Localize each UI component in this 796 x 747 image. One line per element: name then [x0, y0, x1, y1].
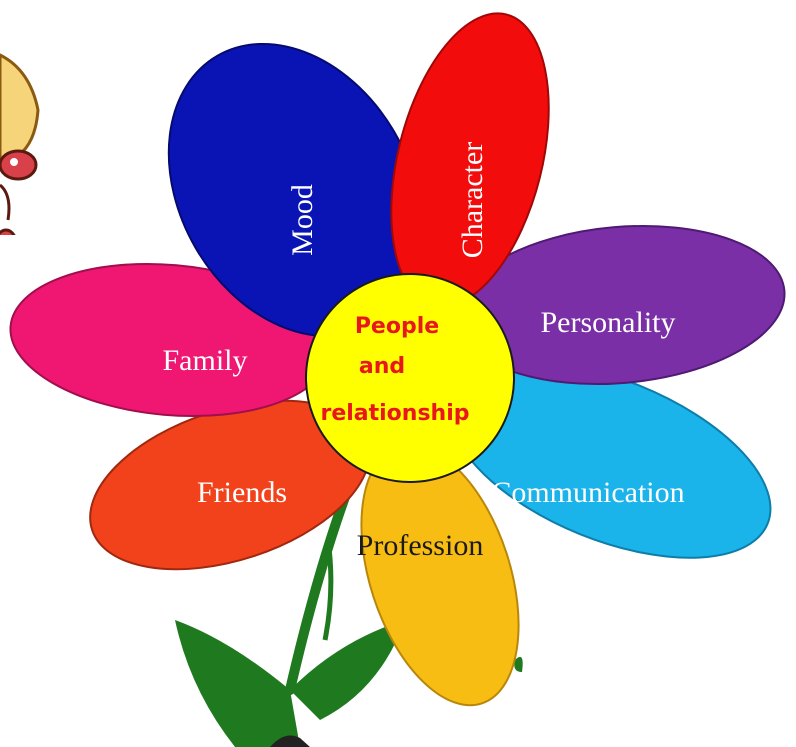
- leaf-speck: [514, 656, 523, 672]
- petal-label-friends: Friends: [197, 476, 287, 509]
- petal-label-communication: Communication: [491, 476, 684, 509]
- petal-label-profession: Profession: [357, 529, 484, 562]
- petals-group: Profession Friends Communication Family …: [9, 12, 786, 707]
- left-leaf: [175, 620, 300, 747]
- center-label-line-1: People: [355, 314, 439, 339]
- petal-label-character: Character: [456, 142, 489, 259]
- petal-mood: Mood: [167, 42, 423, 338]
- cartoon-character-fragment: [0, 53, 60, 275]
- bottom-cartoon-fragment: [270, 735, 310, 747]
- petal-communication: Communication: [448, 361, 772, 559]
- petal-personality: Personality: [454, 224, 786, 386]
- right-leaf: [290, 620, 405, 720]
- center-label-line-3: relationship: [320, 401, 469, 426]
- stem-branch: [322, 539, 334, 641]
- center-disk: People and relationship: [305, 273, 515, 483]
- petal-label-personality: Personality: [541, 306, 676, 339]
- petal-label-mood: Mood: [286, 184, 319, 256]
- petal-character: Character: [390, 12, 550, 308]
- petal-label-family: Family: [162, 344, 247, 377]
- center-label-line-2: and: [359, 354, 405, 379]
